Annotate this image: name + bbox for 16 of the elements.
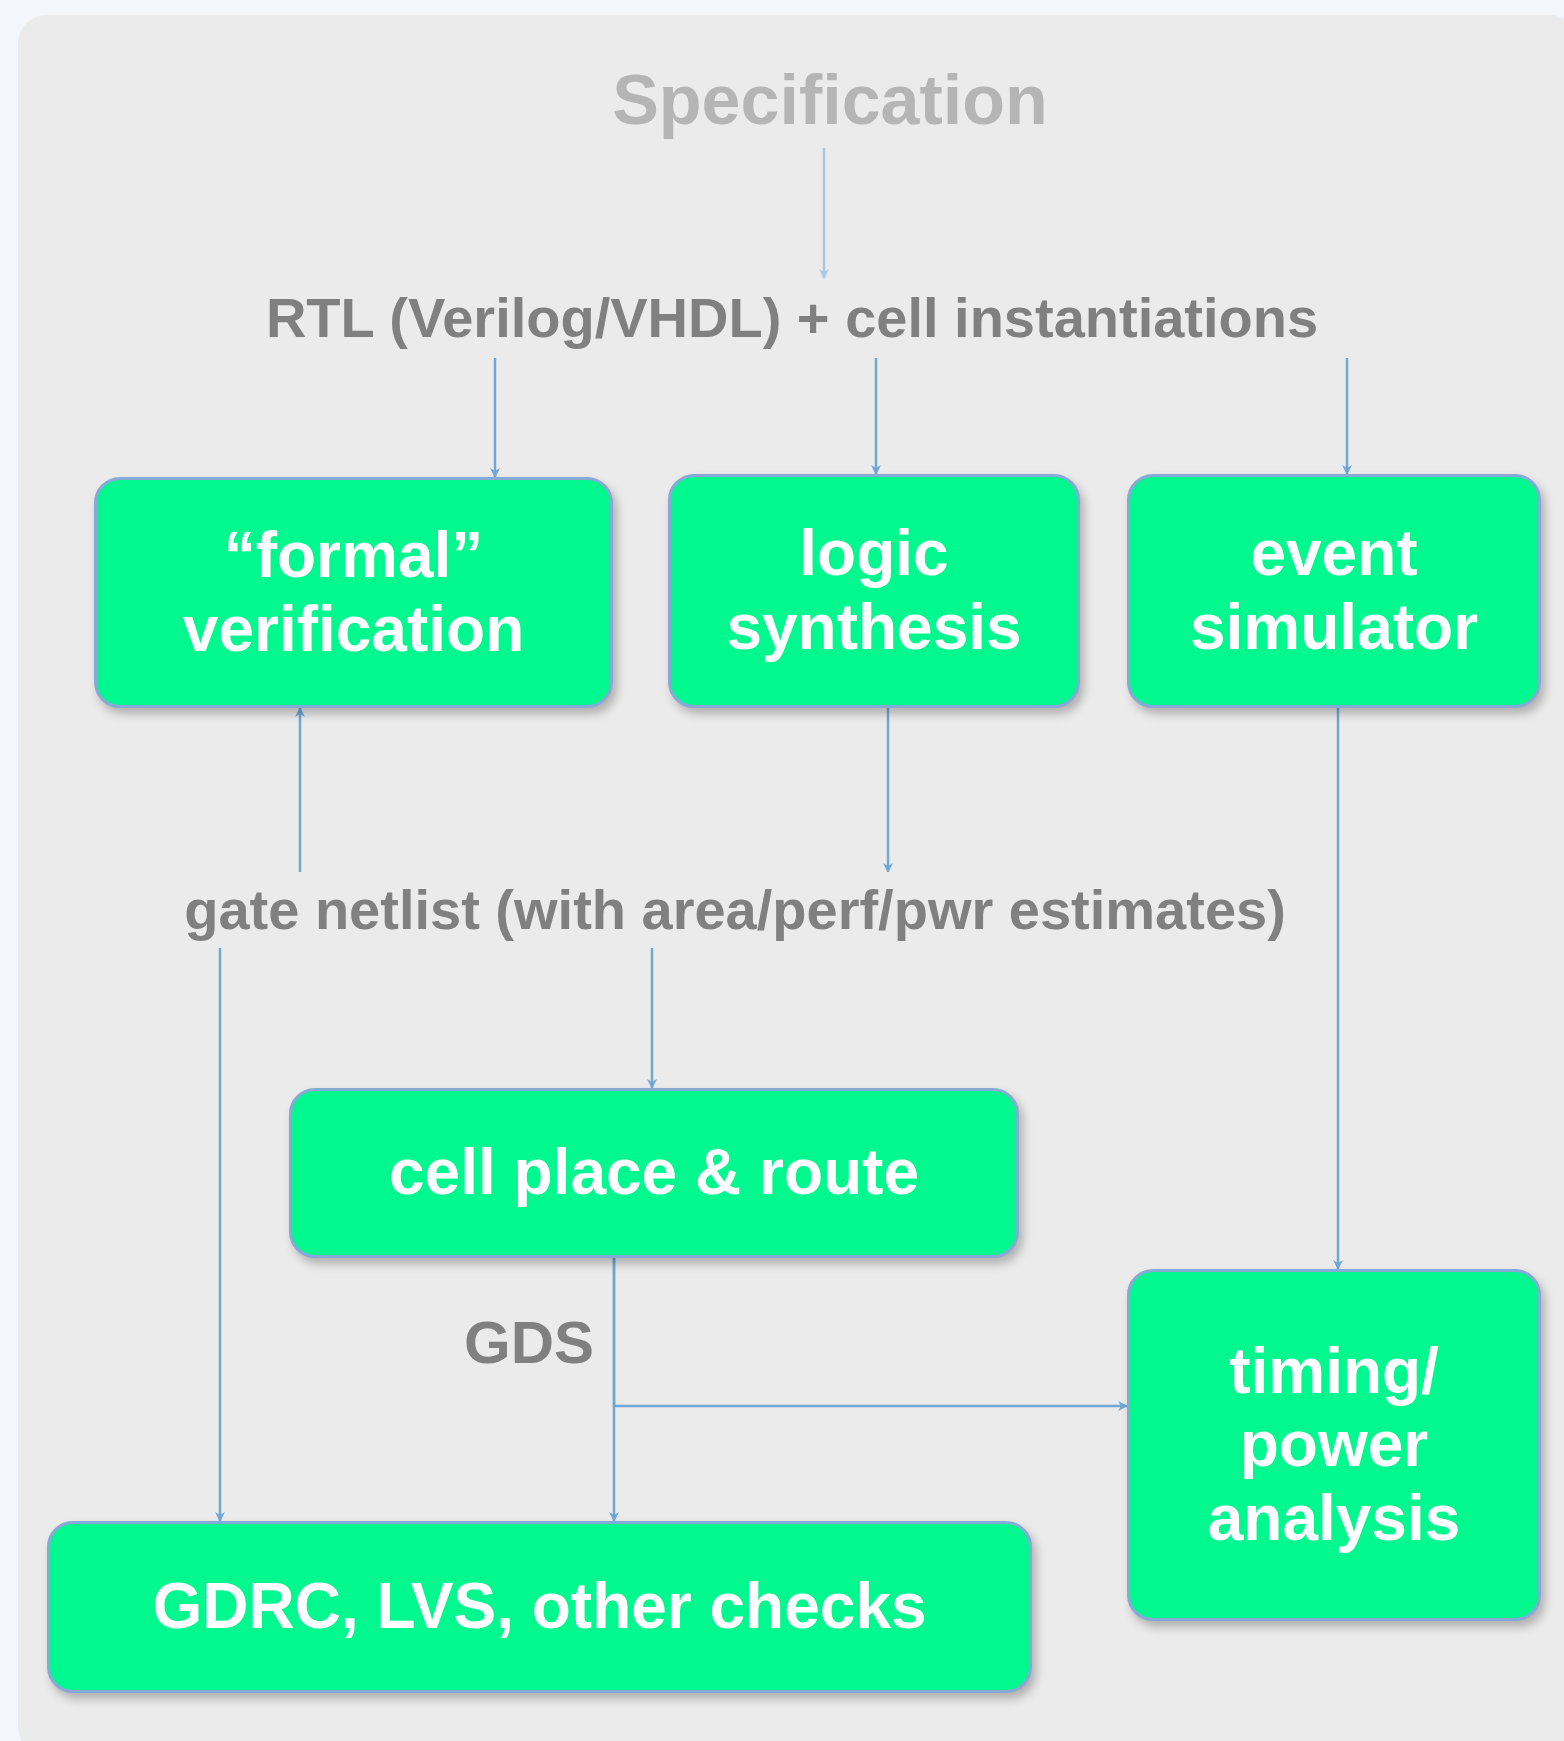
arrow (215, 948, 225, 1522)
arrow (612, 1258, 1128, 1411)
process-box: logic synthesis (668, 474, 1080, 708)
arrow (647, 948, 657, 1089)
arrow (1342, 358, 1352, 475)
arrow (1333, 708, 1343, 1270)
process-box: cell place & route (289, 1088, 1019, 1258)
arrow (490, 358, 500, 478)
arrow (819, 148, 829, 279)
process-box: timing/ power analysis (1127, 1269, 1541, 1621)
process-box: GDRC, LVS, other checks (47, 1521, 1032, 1693)
arrow (871, 358, 881, 475)
process-box: event simulator (1127, 474, 1541, 708)
arrow (883, 708, 893, 873)
arrow (295, 707, 305, 872)
process-box: “formal” verification (94, 477, 613, 708)
